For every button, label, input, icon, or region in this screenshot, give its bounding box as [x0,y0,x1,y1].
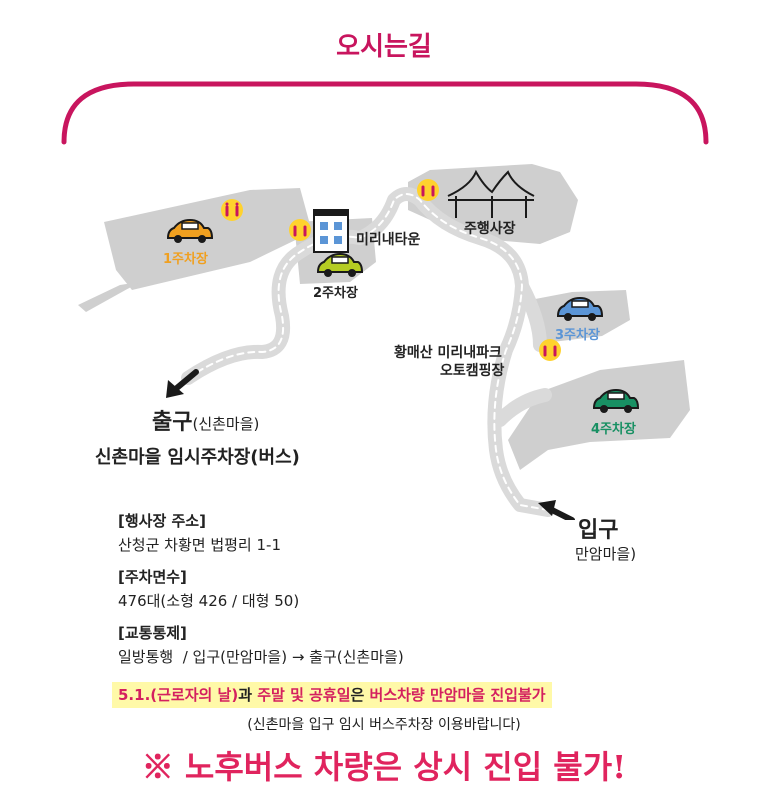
exit-label: 출구(신촌마을) [152,404,259,436]
entrance-label: 입구 [578,518,619,543]
notice-restriction: 버스차량 만암마을 진입불가 [369,686,546,704]
parking2-label: 2주차장 [313,286,358,301]
page-title: 오시는길 [336,32,432,62]
title-arc [61,81,709,145]
parking3-label: 3주차장 [555,328,600,343]
parking4-area [508,360,690,470]
camping-label-line1: 황매산 미리내파크 [394,345,502,361]
parking-count-value: 476대(소형 426 / 대형 50) [118,592,300,610]
bus-restriction-notice: 5.1.(근로자의 날)과 주말 및 공휴일은 버스차량 만암마을 진입불가 [112,682,552,708]
old-bus-warning: ※ 노후버스 차량은 상시 진입 불가! [141,748,627,786]
exit-arrow-icon [166,369,199,398]
traffic-control-header: [교통통제] [118,624,187,642]
parking-count-header: [주차면수] [118,568,187,586]
address-value: 산청군 차황면 법평리 1-1 [118,536,282,554]
traffic-control-value: 일방통행 / 입구(만암마을) → 출구(신촌마을) [118,648,404,666]
parking4-road [493,388,552,427]
map-illustration [61,81,709,520]
exit-title: 출구 [152,410,193,435]
parking1-spur [78,282,140,312]
parking4-label: 4주차장 [591,422,636,437]
restroom-icon [539,339,561,361]
exit-village: (신촌마을) [192,415,260,433]
restroom-icon [289,219,311,241]
notice-holidays: 주말 및 공휴일 [257,686,351,704]
car-icon [592,388,640,413]
mirinae-town-label: 미리내타운 [356,232,421,248]
car-icon [316,252,364,277]
notice-text: 은 [350,686,370,704]
pavilion-icon [447,169,535,218]
car-icon [166,218,214,243]
bus-parking-guidance: (신촌마을 입구 임시 버스주차장 이용바랍니다) [247,717,521,733]
camping-label-line2: 오토캠핑장 [440,363,505,379]
notice-date: 5.1.(근로자의 날) [118,686,239,704]
entrance-arrow-icon [538,500,575,520]
exit-bus-parking-label: 신촌마을 임시주차장(버스) [95,447,300,468]
parking1-label: 1주차장 [163,252,208,267]
entrance-village: 만암마을) [575,545,637,563]
main-road-centerline [187,193,549,511]
address-header: [행사장 주소] [118,512,206,530]
building-icon [313,209,349,253]
notice-text: 과 [238,686,258,704]
restroom-icon [417,179,439,201]
parking3-road [515,279,547,352]
event-hall-label: 주행사장 [464,221,516,237]
car-icon [556,296,604,321]
restroom-icon [221,199,243,221]
